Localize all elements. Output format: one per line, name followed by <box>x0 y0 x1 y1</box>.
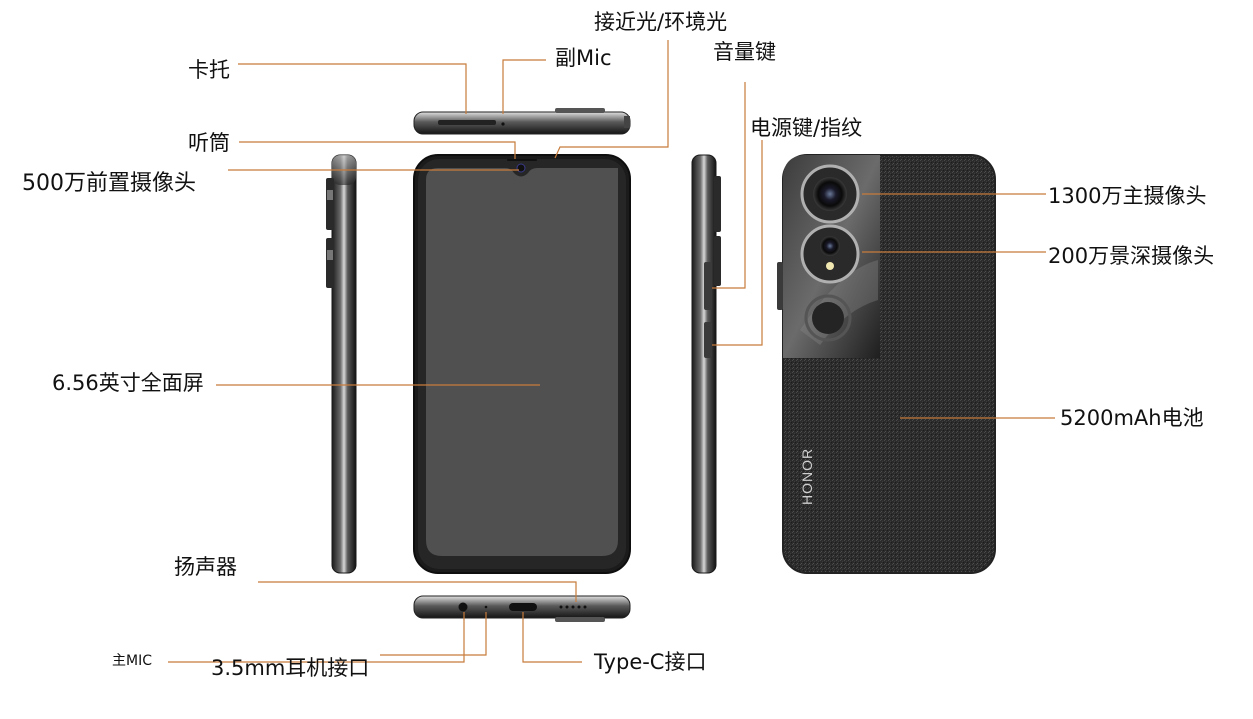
depth-camera-lens <box>820 236 840 256</box>
label-front-camera: 500万前置摄像头 <box>22 171 196 196</box>
phone-left-side <box>326 154 357 574</box>
front-camera-lens <box>516 163 526 173</box>
speaker-grille <box>559 605 587 609</box>
label-speaker: 扬声器 <box>174 555 237 579</box>
label-main-camera: 1300万主摄像头 <box>1048 184 1207 208</box>
label-power-fingerprint: 电源键/指纹 <box>750 116 863 140</box>
main-mic-hole <box>484 605 488 609</box>
label-earpiece: 听筒 <box>188 131 230 155</box>
phone-back <box>777 154 996 574</box>
brand-logo: HONOR <box>799 448 815 505</box>
label-headphone-jack: 3.5mm耳机接口 <box>211 656 370 680</box>
phone-right-side <box>691 154 721 574</box>
phone-top-edge <box>413 108 631 135</box>
label-screen: 6.56英寸全面屏 <box>52 371 204 395</box>
label-volume-key: 音量键 <box>713 40 776 64</box>
power-key <box>704 322 712 358</box>
label-battery: 5200mAh电池 <box>1060 406 1204 430</box>
headphone-jack-hole <box>458 602 468 612</box>
phone-front <box>413 154 631 574</box>
main-camera-lens <box>813 177 847 211</box>
label-type-c: Type-C接口 <box>594 650 707 674</box>
display-screen <box>426 168 618 556</box>
secondary-mic-hole <box>501 122 505 126</box>
earpiece-slot <box>507 159 537 161</box>
phone-bottom-edge <box>413 595 631 622</box>
flash <box>826 262 834 270</box>
label-proximity-ambient-light: 接近光/环境光 <box>594 10 728 34</box>
label-main-mic: 主MIC <box>112 653 152 669</box>
leader-lines <box>168 40 1055 663</box>
label-depth-camera: 200万景深摄像头 <box>1048 244 1215 268</box>
card-tray-slot <box>438 120 496 125</box>
label-secondary-mic: 副Mic <box>555 46 612 70</box>
type-c-port <box>509 603 537 611</box>
label-card-tray: 卡托 <box>188 58 230 82</box>
volume-key <box>704 262 712 310</box>
